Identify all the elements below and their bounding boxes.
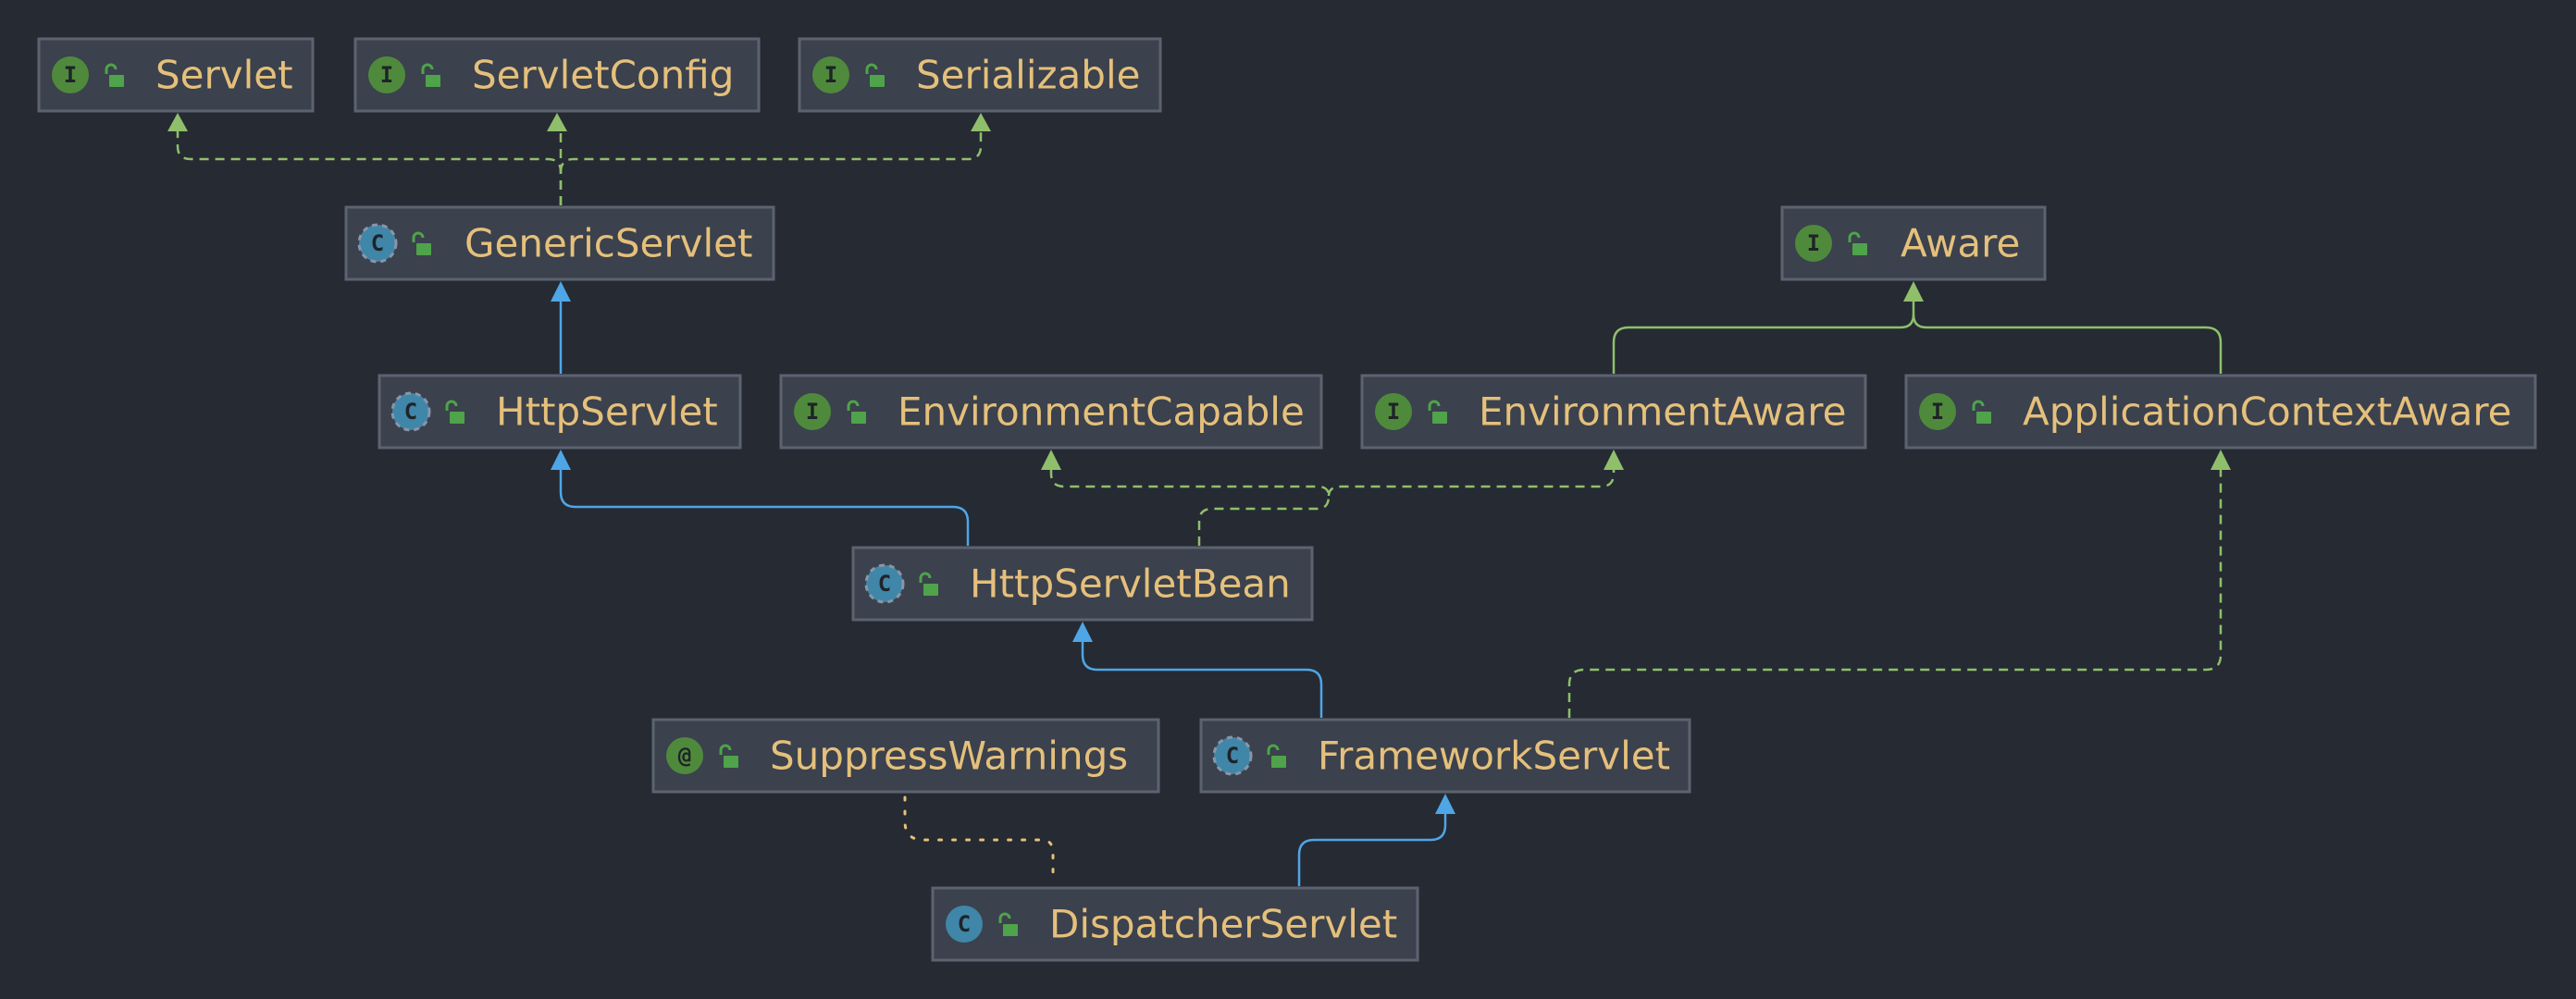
interface-icon — [1919, 393, 1956, 430]
node-label: Serializable — [916, 53, 1140, 98]
edge-genericservlet-implements-serializable — [559, 130, 983, 173]
node-label: EnvironmentAware — [1479, 389, 1846, 435]
lock-open-icon — [919, 572, 938, 596]
lock-open-icon — [998, 912, 1018, 936]
node-kind-badge: I — [1807, 230, 1820, 256]
lock-open-icon — [1267, 744, 1286, 768]
node-genericservlet[interactable]: C GenericServlet — [344, 205, 775, 281]
lock-open-icon — [1972, 400, 1991, 424]
edge-httpservletbean-extends-httpservlet — [559, 470, 970, 546]
node-kind-badge: C — [1226, 743, 1239, 769]
interface-icon — [1795, 225, 1832, 262]
arrowhead-genericservlet — [551, 281, 571, 302]
node-httpservlet[interactable]: C HttpServlet — [378, 374, 742, 450]
abstract-class-icon — [392, 393, 429, 430]
node-servlet[interactable]: I Servlet — [37, 37, 315, 113]
arrowhead-httpservlet — [551, 450, 571, 470]
lock-open-icon — [1428, 400, 1447, 424]
annotation-icon — [666, 737, 703, 774]
node-label: HttpServletBean — [970, 561, 1291, 607]
lock-open-icon — [421, 63, 440, 87]
node-label: GenericServlet — [464, 221, 752, 266]
node-label: DispatcherServlet — [1049, 902, 1397, 947]
node-kind-badge: C — [371, 230, 384, 256]
arrowhead-environmentcapable — [1041, 450, 1061, 470]
arrowhead-frameworkservlet — [1435, 794, 1455, 814]
edge-frameworkservlet-extends-httpservletbean — [1081, 640, 1323, 718]
lock-open-icon — [1848, 231, 1867, 255]
abstract-class-icon — [866, 565, 903, 602]
abstract-class-ring — [864, 563, 905, 604]
node-frameworkservlet[interactable]: C FrameworkServlet — [1199, 718, 1691, 794]
interface-icon — [794, 393, 831, 430]
node-environmentaware[interactable]: I EnvironmentAware — [1360, 374, 1867, 450]
edge-applicationcontextaware-extends-aware — [1912, 314, 2223, 374]
abstract-class-ring — [390, 391, 431, 432]
abstract-class-ring — [1212, 735, 1253, 776]
abstract-class-ring — [357, 223, 398, 264]
node-label: Aware — [1901, 221, 2020, 266]
node-label: FrameworkServlet — [1318, 734, 1670, 779]
node-kind-badge: I — [1387, 399, 1400, 425]
node-environmentcapable[interactable]: I EnvironmentCapable — [779, 374, 1323, 450]
arrowhead-environmentaware — [1604, 450, 1624, 470]
edge-dispatcherservlet-extends-frameworkservlet — [1297, 814, 1447, 886]
arrowhead-httpservletbean — [1072, 622, 1093, 642]
abstract-class-icon — [1214, 737, 1251, 774]
arrowhead-serializable — [971, 113, 991, 131]
node-httpservletbean[interactable]: C HttpServletBean — [851, 546, 1314, 622]
lock-open-icon — [412, 231, 431, 255]
interface-icon — [1375, 393, 1412, 430]
lock-open-icon — [719, 744, 738, 768]
arrowhead-servletconfig — [547, 113, 567, 131]
arrowhead-aware — [1903, 281, 1924, 302]
edge-httpservletbean-implements-environmentaware — [1327, 470, 1616, 497]
node-kind-badge: @ — [678, 743, 691, 769]
class-icon — [946, 906, 983, 943]
lock-open-icon — [847, 400, 866, 424]
node-applicationcontextaware[interactable]: I ApplicationContextAware — [1904, 374, 2537, 450]
edges-layer — [167, 113, 2231, 886]
edge-genericservlet-implements-servlet — [176, 130, 563, 205]
edge-httpservletbean-implements-environmentcapable — [1049, 470, 1331, 546]
node-kind-badge: I — [1931, 399, 1944, 425]
lock-open-icon — [865, 63, 885, 87]
node-dispatcherservlet[interactable]: C DispatcherServlet — [931, 886, 1419, 962]
edge-dispatcherservlet-annotated-suppresswarnings — [903, 796, 1055, 879]
edge-frameworkservlet-implements-applicationcontextaware — [1567, 470, 2223, 718]
node-label: Servlet — [155, 53, 293, 98]
node-serializable[interactable]: I Serializable — [798, 37, 1162, 113]
node-kind-badge: C — [878, 571, 891, 597]
node-suppresswarnings[interactable]: @ SuppressWarnings — [651, 718, 1160, 794]
node-kind-badge: C — [404, 399, 417, 425]
node-aware[interactable]: I Aware — [1780, 205, 2047, 281]
interface-icon — [368, 56, 405, 93]
interface-icon — [52, 56, 89, 93]
node-label: HttpServlet — [496, 389, 718, 435]
edge-environmentaware-extends-aware — [1612, 300, 1915, 374]
arrowhead-applicationcontextaware — [2211, 450, 2231, 470]
node-kind-badge: I — [824, 62, 837, 88]
interface-icon — [812, 56, 849, 93]
node-label: ServletConfig — [472, 53, 734, 98]
node-kind-badge: I — [380, 62, 393, 88]
node-label: ApplicationContextAware — [2023, 389, 2512, 435]
abstract-class-icon — [359, 225, 396, 262]
node-kind-badge: I — [806, 399, 819, 425]
node-label: EnvironmentCapable — [898, 389, 1305, 435]
node-kind-badge: C — [958, 911, 971, 937]
lock-open-icon — [445, 400, 464, 424]
node-label: SuppressWarnings — [770, 734, 1128, 779]
arrowhead-servlet — [167, 113, 188, 131]
lock-open-icon — [105, 63, 124, 87]
node-servletconfig[interactable]: I ServletConfig — [353, 37, 761, 113]
node-kind-badge: I — [64, 62, 77, 88]
